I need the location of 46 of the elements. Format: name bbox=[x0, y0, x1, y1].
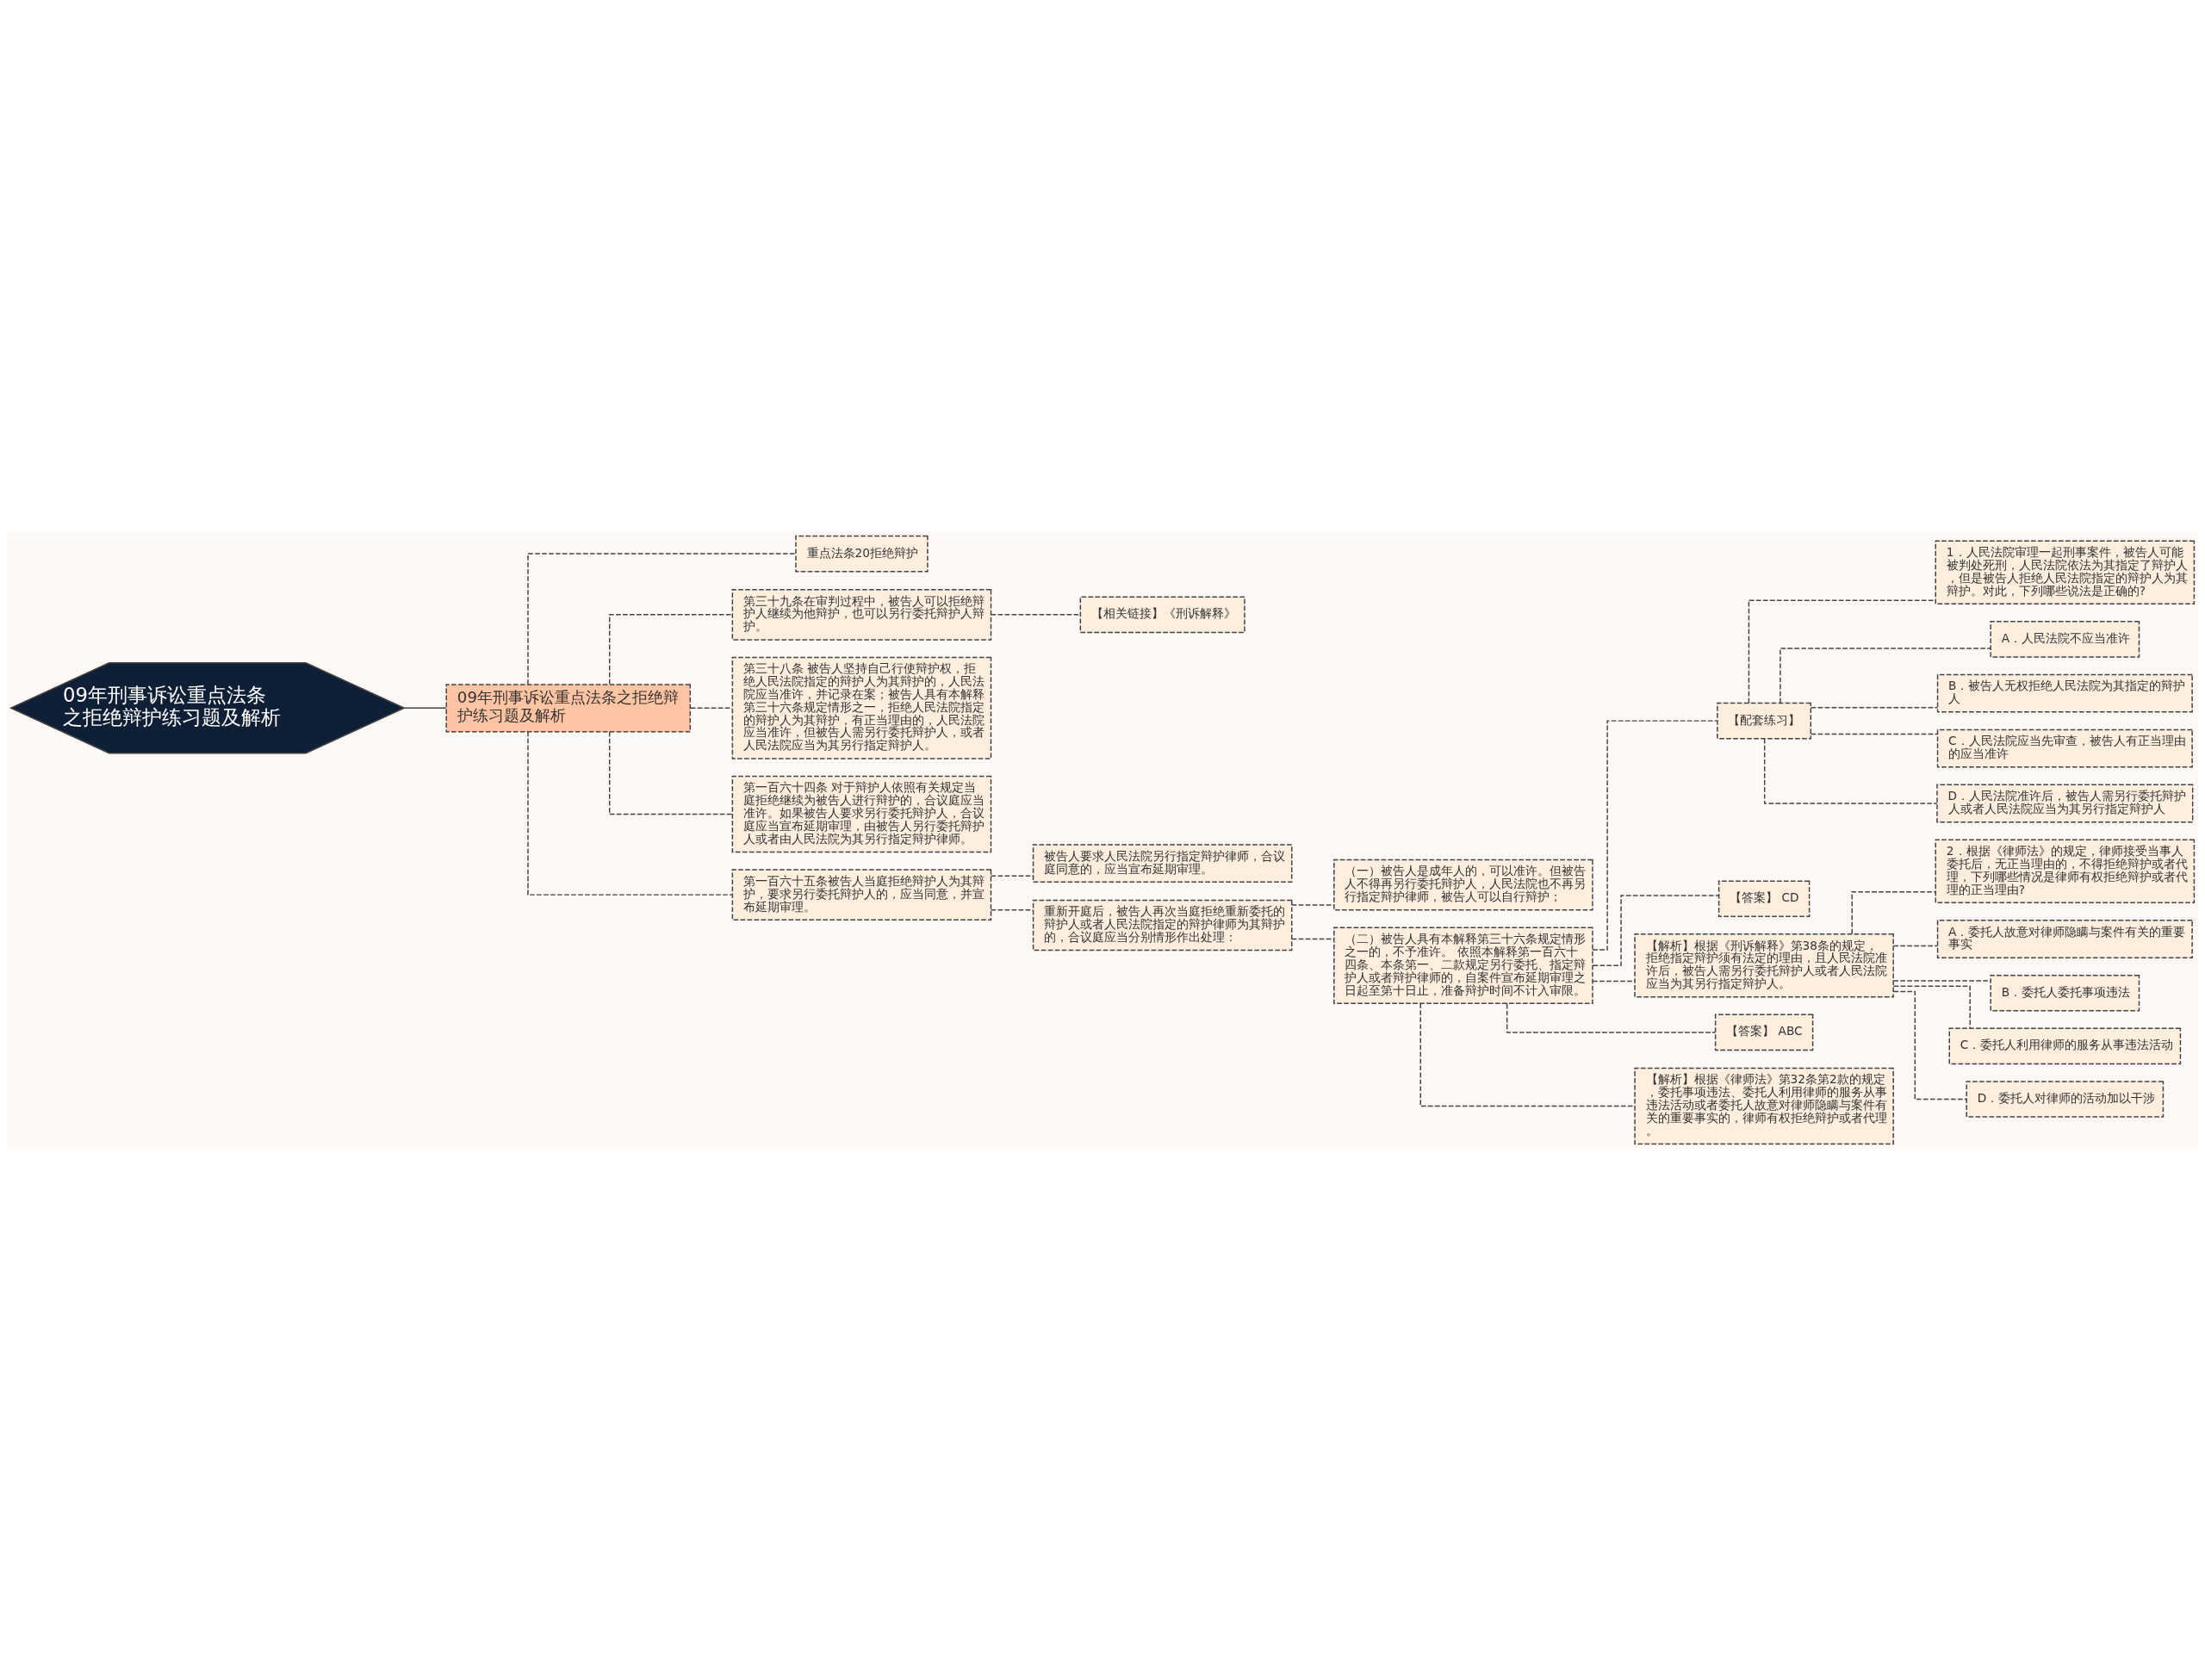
node-box: A．委托人故意对律师隐瞒与案件有关的重要事实 bbox=[1936, 920, 2193, 958]
connector bbox=[608, 731, 733, 815]
connector bbox=[1892, 985, 1971, 1029]
connector bbox=[527, 731, 733, 896]
node-box: 第一百六十五条被告人当庭拒绝辩护人为其辩护，要求另行委托辩护人的，应当同意，并宣布延期审理。 bbox=[731, 869, 992, 921]
node-box: 第一百六十四条 对于辩护人依照有关规定当庭拒绝继续为被告人进行辩护的，合议庭应当准许。如果被告人要求另行委托辩护人，合议庭应当宣布延期审理，由被告人另行委托辩护人或者由人民法院为其另行指定辩护律师。 bbox=[731, 775, 992, 853]
connector bbox=[1892, 945, 1938, 947]
node-box: C．人民法院应当先审查，被告人有正当理由的应当准许 bbox=[1936, 728, 2193, 768]
node-box: 被告人要求人民法院另行指定辩护律师，合议庭同意的，应当宣布延期审理。 bbox=[1032, 844, 1293, 883]
node-box: （二）被告人具有本解释第三十六条规定情形之一的，不予准许。 依照本解释第一百六十四条、本条第一、二款规定另行委托、指定辩护人或者辩护律师的，自案件宣布延期审理之日起至第十日止，准备辩护时间不计入审限。 bbox=[1333, 927, 1593, 1004]
node-box: 【配套练习】 bbox=[1717, 702, 1812, 740]
node-box: 第三十九条在审判过程中，被告人可以拒绝辩护人继续为他辩护，也可以另行委托辩护人辩护。 bbox=[731, 589, 992, 641]
node-box: 2．根据《律师法》的规定，律师接受当事人委托后，无正当理由的，不得拒绝辩护或者代理，下列哪些情况是律师有权拒绝辩护或者代理的正当理由? bbox=[1935, 839, 2196, 903]
node-box: D．委托人对律师的活动加以干涉 bbox=[1966, 1081, 2165, 1118]
connector bbox=[403, 707, 447, 710]
node-box: A．人民法院不应当准许 bbox=[1990, 621, 2140, 658]
connector bbox=[527, 553, 797, 685]
connector bbox=[1592, 980, 1636, 983]
node-box: 1．人民法院审理一起刑事案件，被告人可能被判处死刑，人民法院依法为其指定了辩护人，但是被告人拒绝人民法院指定的辩护人为其辩护。对此，下列哪些说法是正确的? bbox=[1935, 540, 2196, 605]
connector bbox=[1892, 990, 1967, 1100]
node-box: 【解析】根据《律师法》第32条第2款的规定，委托事项违法、委托人利用律师的服务从事违法活动或者委托人故意对律师隐瞒与案件有关的重要事实的，律师有权拒绝辩护或者代理。 bbox=[1634, 1067, 1894, 1145]
node-box: 【答案】 CD bbox=[1717, 880, 1811, 917]
connector bbox=[1810, 707, 1939, 709]
node-box: （一）被告人是成年人的，可以准许。但被告人不得再另行委托辩护人，人民法院也不再另行指定辩护律师，被告人可以自行辩护； bbox=[1333, 859, 1593, 911]
connector bbox=[1780, 648, 1991, 704]
node-box: 【解析】根据《刑诉解释》第38条的规定，拒绝指定辩护须有法定的理由，且人民法院准许后，被告人需另行委托辩护人或者人民法院应当为其另行指定辩护人。 bbox=[1634, 933, 1894, 998]
node-box: 第三十八条 被告人坚持自己行使辩护权，拒绝人民法院指定的辩护人为其辩护的，人民法院应当准许，并记录在案；被告人具有本解释第三十六条规定情形之一，拒绝人民法院指定的辩护人为其辩护，有正当理由的，人民法院应当准许，但被告人需另行委托辩护人，或者人民法院应当为其另行指定辩护人。 bbox=[731, 656, 992, 759]
connector bbox=[1506, 1002, 1716, 1033]
connector bbox=[1810, 733, 1939, 735]
node-box: 09年刑事诉讼重点法条之拒绝辩护练习题及解析 bbox=[445, 684, 692, 733]
node-box: D．人民法院准许后，被告人需另行委托辩护人或者人民法院应当为其另行指定辩护人 bbox=[1936, 784, 2194, 823]
connector bbox=[1592, 895, 1720, 967]
node-box: 【答案】 ABC bbox=[1714, 1014, 1814, 1051]
connector bbox=[1851, 890, 1936, 935]
node-box: 重点法条20拒绝辩护 bbox=[795, 535, 929, 573]
connector bbox=[1748, 599, 1936, 704]
node-box: C．委托人利用律师的服务从事违法活动 bbox=[1948, 1027, 2182, 1065]
node-box: 重新开庭后，被告人再次当庭拒绝重新委托的辩护人或者人民法院指定的辩护律师为其辩护的，合议庭应当分别情形作出处理： bbox=[1032, 899, 1293, 952]
connector bbox=[990, 614, 1081, 616]
connector bbox=[1892, 980, 1991, 982]
node-box: B．被告人无权拒绝人民法院为其指定的辩护人 bbox=[1936, 673, 2193, 713]
connector bbox=[1592, 720, 1718, 951]
node-box: B．委托人委托事项违法 bbox=[1990, 974, 2140, 1012]
node-box: 【相关链接】《刑诉解释》 bbox=[1079, 596, 1245, 634]
connector bbox=[608, 614, 733, 685]
connector bbox=[1763, 738, 1938, 804]
